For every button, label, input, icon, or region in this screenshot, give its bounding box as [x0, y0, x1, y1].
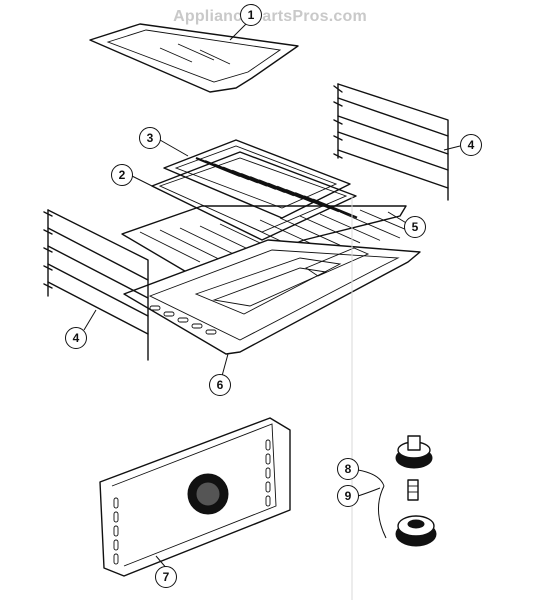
grid-slot [312, 198, 358, 219]
part-7-rear-panel [99, 417, 291, 577]
panel-slot [265, 453, 271, 465]
part-2-broiler-pan [131, 151, 357, 241]
callout-3: 3 [139, 127, 161, 149]
callout-1: 1 [240, 4, 262, 26]
rack-wire [159, 229, 221, 261]
part-4-rack-support-right [333, 83, 461, 201]
rack-wire [339, 211, 401, 239]
parts-8-9-knob-assembly [357, 435, 437, 547]
vent-slot [149, 305, 161, 311]
callout-9: 9 [337, 485, 359, 507]
vent-slot [163, 311, 175, 317]
callout-7: 7 [155, 566, 177, 588]
callout-8: 8 [337, 458, 359, 480]
panel-slot [265, 467, 271, 479]
rack-wire [279, 217, 341, 246]
panel-slot [265, 481, 271, 493]
panel-slot [265, 495, 271, 507]
panel-slot [113, 497, 119, 509]
panel-slot [113, 539, 119, 551]
callout-2: 2 [111, 164, 133, 186]
part-3-broiler-grid [159, 139, 358, 219]
callout-5: 5 [404, 216, 426, 238]
panel-slot [265, 439, 271, 451]
vent-slot [177, 317, 189, 323]
part-1-glass-tray [89, 19, 299, 93]
rack-wire [179, 227, 241, 258]
vent-slot [205, 329, 217, 335]
part-4-rack-support-left [43, 209, 149, 361]
part-6-oven-bottom [123, 239, 421, 377]
panel-slot [113, 511, 119, 523]
rack-wire [139, 231, 201, 263]
rack-wire [299, 215, 361, 244]
callout-6: 6 [209, 374, 231, 396]
panel-slot [113, 553, 119, 565]
callout-4-right: 4 [460, 134, 482, 156]
vent-slot [191, 323, 203, 329]
rack-wire [319, 213, 381, 241]
watermark-text: AppliancePartsPros.com [173, 8, 367, 25]
callout-4-left: 4 [65, 327, 87, 349]
panel-slot [113, 525, 119, 537]
